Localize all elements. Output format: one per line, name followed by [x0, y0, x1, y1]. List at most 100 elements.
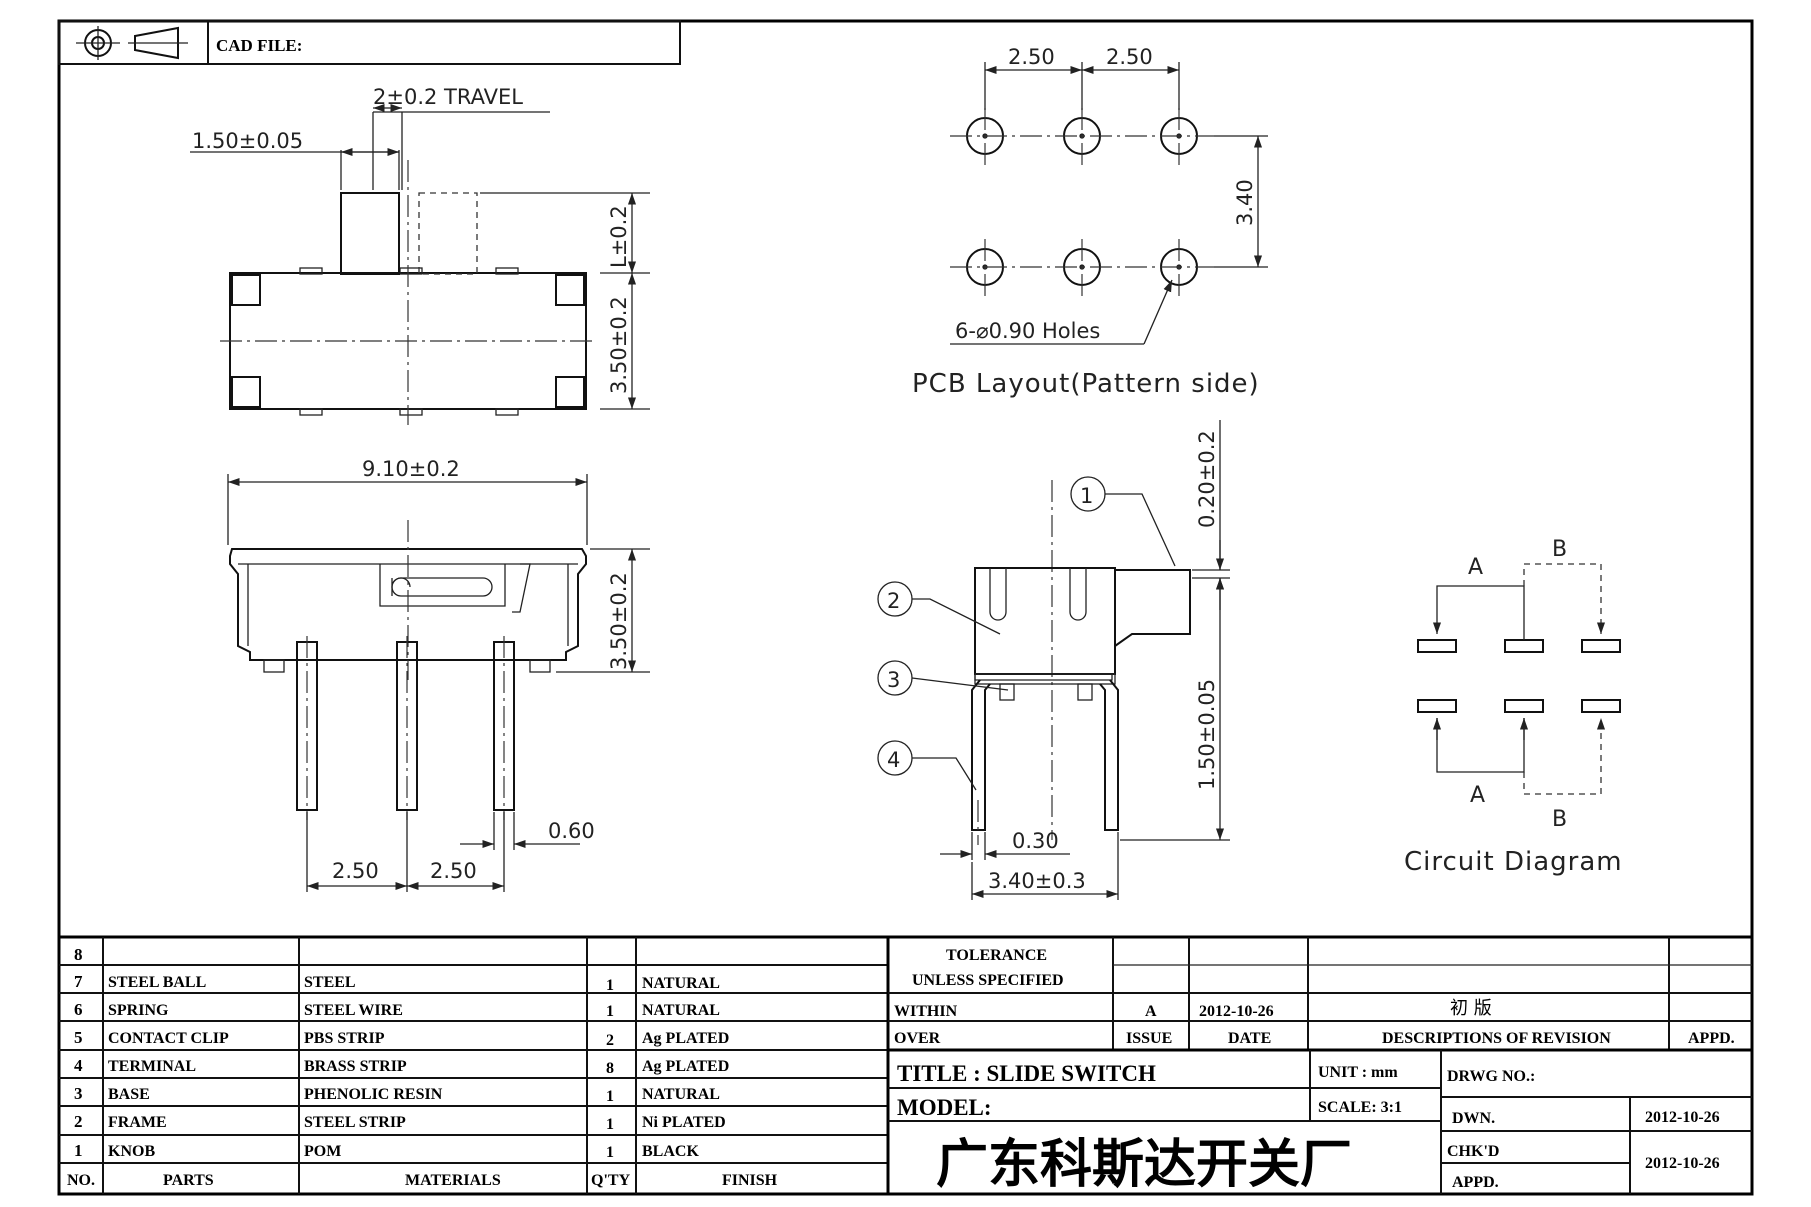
dim-pcb-pitch-1: 2.50	[1008, 45, 1055, 69]
bom-header-row: NO. PARTS MATERIALS Q'TY FINISH	[67, 1172, 778, 1189]
end-view: 0.20±0.2 1.50±0.05 0.30 3.40±0.3 1 2 3	[877, 420, 1230, 900]
bom-row: 4 TERMINAL BRASS STRIP 8 Ag PLATED	[74, 1056, 729, 1077]
bom-row: 3 BASE PHENOLIC RESIN 1 NATURAL	[74, 1084, 720, 1105]
revision-issue-value: A	[1145, 1003, 1157, 1020]
svg-text:NO.: NO.	[67, 1172, 95, 1189]
chkd-label: CHK'D	[1447, 1143, 1499, 1160]
svg-text:CONTACT CLIP: CONTACT CLIP	[108, 1030, 229, 1047]
pcb-layout: 2.50 2.50 3.40 6-⌀0.90 Holes PCB Layout(…	[912, 45, 1268, 399]
tolerance-over: OVER	[894, 1030, 941, 1047]
svg-text:MATERIALS: MATERIALS	[405, 1172, 501, 1189]
revision-date-value: 2012-10-26	[1199, 1003, 1274, 1020]
svg-text:4: 4	[887, 748, 900, 772]
svg-text:4: 4	[74, 1056, 83, 1075]
svg-text:STEEL: STEEL	[304, 974, 356, 991]
circuit-label-bottom-a: A	[1470, 783, 1485, 808]
svg-text:PHENOLIC RESIN: PHENOLIC RESIN	[304, 1086, 443, 1103]
svg-text:6: 6	[74, 1000, 83, 1019]
dim-body-height-top: 3.50±0.2	[607, 296, 631, 394]
svg-text:Ni PLATED: Ni PLATED	[642, 1114, 726, 1131]
svg-text:1: 1	[74, 1141, 83, 1160]
dim-pin-pitch-1: 2.50	[332, 859, 379, 883]
dim-pin-width: 0.60	[548, 819, 595, 843]
svg-text:FINISH: FINISH	[722, 1172, 778, 1189]
circuit-label-top-a: A	[1468, 555, 1483, 580]
pcb-layout-caption: PCB Layout(Pattern side)	[912, 369, 1260, 399]
dim-end-pin-thick: 0.30	[1012, 829, 1059, 853]
svg-text:STEEL WIRE: STEEL WIRE	[304, 1002, 403, 1019]
svg-text:TERMINAL: TERMINAL	[108, 1058, 196, 1075]
dim-knob-height: L±0.2	[607, 205, 631, 268]
top-view: 2±0.2 TRAVEL 1.50±0.05 L±0.2 3.50±0.2	[190, 85, 650, 425]
unit-label: UNIT : mm	[1318, 1064, 1398, 1081]
svg-text:Q'TY: Q'TY	[591, 1172, 631, 1189]
bom-row: 1 KNOB POM 1 BLACK	[74, 1141, 699, 1161]
svg-text:3: 3	[74, 1084, 83, 1103]
svg-text:BLACK: BLACK	[642, 1143, 699, 1160]
dim-body-length: 9.10±0.2	[362, 457, 460, 481]
dwn-date: 2012-10-26	[1645, 1109, 1720, 1126]
bom-table: 8 7 STEEL BALL STEEL 1 NATURAL 6 SPRING …	[59, 935, 1752, 1194]
svg-text:POM: POM	[304, 1143, 341, 1160]
bom-row: 2 FRAME STEEL STRIP 1 Ni PLATED	[74, 1112, 726, 1133]
svg-text:7: 7	[74, 972, 83, 991]
balloon-3: 3	[877, 660, 1009, 696]
svg-text:8: 8	[74, 945, 83, 964]
pcb-holes-note: 6-⌀0.90 Holes	[955, 319, 1100, 343]
svg-text:Ag PLATED: Ag PLATED	[642, 1030, 729, 1047]
scale-label: SCALE: 3:1	[1318, 1099, 1402, 1116]
svg-text:BASE: BASE	[108, 1086, 150, 1103]
cad-file-label: CAD FILE:	[216, 36, 302, 55]
circuit-diagram-caption: Circuit Diagram	[1404, 847, 1623, 877]
svg-text:STEEL STRIP: STEEL STRIP	[304, 1114, 406, 1131]
cad-header: CAD FILE:	[58, 20, 681, 65]
svg-text:NATURAL: NATURAL	[642, 975, 720, 992]
svg-text:KNOB: KNOB	[108, 1143, 155, 1160]
svg-text:NATURAL: NATURAL	[642, 1086, 720, 1103]
front-view: 9.10±0.2 3.50±0.2 0.60	[227, 457, 650, 892]
tolerance-within: WITHIN	[894, 1003, 958, 1020]
revision-date-label: DATE	[1228, 1030, 1271, 1047]
svg-text:1: 1	[1080, 484, 1093, 508]
title-block: TITLE : SLIDE SWITCH MODEL: UNIT : mm SC…	[888, 1050, 1752, 1195]
projection-symbol-icon	[76, 26, 188, 60]
dim-end-top: 0.20±0.2	[1195, 430, 1219, 528]
dim-pcb-row-spacing: 3.40	[1233, 179, 1257, 226]
bom-row: 5 CONTACT CLIP PBS STRIP 2 Ag PLATED	[74, 1028, 729, 1049]
dim-knob-width: 1.50±0.05	[192, 129, 303, 153]
revision-issue-label: ISSUE	[1126, 1030, 1172, 1047]
model-label: MODEL:	[897, 1095, 992, 1120]
sheet-border	[57, 19, 1754, 1196]
svg-text:8: 8	[606, 1060, 614, 1077]
circuit-label-bottom-b: B	[1552, 807, 1567, 832]
svg-text:BRASS STRIP: BRASS STRIP	[304, 1058, 407, 1075]
svg-text:FRAME: FRAME	[108, 1114, 167, 1131]
revision-block: TOLERANCE UNLESS SPECIFIED WITHIN OVER A…	[888, 937, 1752, 1052]
balloon-2: 2	[877, 581, 1001, 635]
svg-text:NATURAL: NATURAL	[642, 1002, 720, 1019]
svg-text:Ag PLATED: Ag PLATED	[642, 1058, 729, 1075]
appd-label: APPD.	[1452, 1174, 1499, 1191]
svg-text:1: 1	[606, 1116, 614, 1133]
svg-text:SPRING: SPRING	[108, 1002, 169, 1019]
circuit-label-top-b: B	[1552, 537, 1567, 562]
chk-date: 2012-10-26	[1645, 1155, 1720, 1172]
svg-text:1: 1	[606, 977, 614, 994]
svg-text:PBS STRIP: PBS STRIP	[304, 1030, 385, 1047]
svg-text:2: 2	[74, 1112, 83, 1131]
dim-pin-pitch-2: 2.50	[430, 859, 477, 883]
tolerance-unless: UNLESS SPECIFIED	[912, 972, 1064, 989]
svg-text:1: 1	[606, 1088, 614, 1105]
bom-row: 8	[74, 945, 83, 964]
svg-text:3: 3	[887, 668, 900, 692]
bom-row: 7 STEEL BALL STEEL 1 NATURAL	[74, 972, 720, 994]
svg-text:1: 1	[606, 1144, 614, 1161]
svg-text:STEEL BALL: STEEL BALL	[108, 974, 206, 991]
tolerance-title: TOLERANCE	[946, 947, 1047, 964]
dim-end-width: 3.40±0.3	[988, 869, 1086, 893]
dim-body-height-side: 3.50±0.2	[607, 572, 631, 670]
dwn-label: DWN.	[1452, 1110, 1495, 1127]
bom-row: 6 SPRING STEEL WIRE 1 NATURAL	[74, 1000, 720, 1020]
svg-text:1: 1	[606, 1003, 614, 1020]
